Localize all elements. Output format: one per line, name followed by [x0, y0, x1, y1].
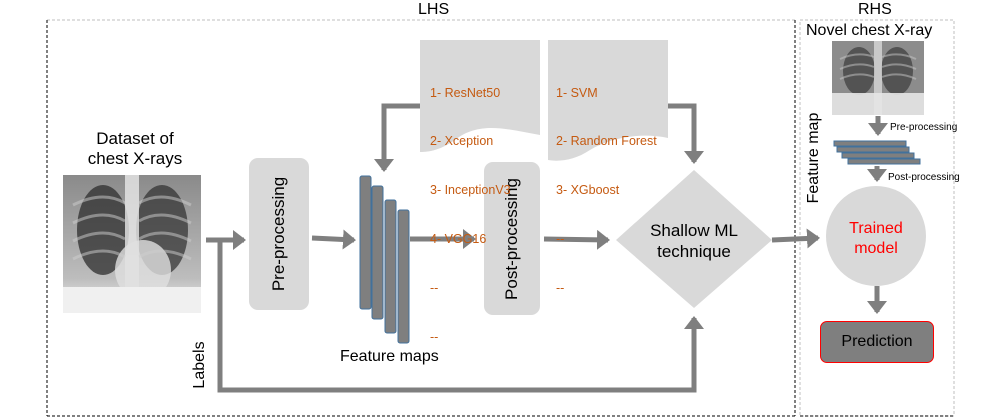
- feature-map-label-wrap: Feature map: [804, 110, 824, 205]
- arrow-cnn-models-to-features: [374, 103, 420, 172]
- feature-maps-label: Feature maps: [340, 348, 439, 365]
- cnn-model-item: 4- VGG16: [430, 232, 487, 247]
- ml-model-item: --: [556, 281, 565, 296]
- postprocessing-box: Post-processing: [484, 162, 540, 315]
- cnn-model-item: --: [430, 281, 439, 296]
- trained-model-line1: Trained: [849, 220, 903, 237]
- cnn-models-list: 1- ResNet50 2- Xception 3- InceptionV3 4…: [430, 52, 511, 362]
- feature-map-bar: [371, 185, 384, 320]
- cnn-models-document: [420, 40, 540, 152]
- ml-model-item: 2- Random Forest: [556, 134, 657, 149]
- shallow-ml-line1: Shallow ML: [650, 221, 738, 240]
- cnn-model-item: 3- InceptionV3: [430, 183, 511, 198]
- dataset-xray-image: [63, 175, 201, 313]
- arrows: [206, 103, 888, 393]
- trained-model-line2: model: [854, 240, 898, 257]
- ml-model-item: 1- SVM: [556, 85, 598, 100]
- feature-map-bar: [836, 146, 910, 153]
- trained-model-label: Trained model: [826, 219, 926, 259]
- prediction-box: Prediction: [820, 321, 934, 363]
- ml-models-document: [548, 40, 668, 161]
- ml-model-item: --: [556, 232, 565, 247]
- arrow-preprocessing-to-features: [311, 229, 356, 250]
- labels-label: Labels: [191, 341, 208, 389]
- labels-label-wrap: Labels: [190, 335, 210, 395]
- trained-model-circle: [826, 186, 926, 286]
- rhs-preprocessing-label: Pre-processing: [890, 122, 958, 133]
- arrow-ml-models-to-ml: [668, 103, 704, 164]
- cnn-model-item: 1- ResNet50: [430, 85, 501, 100]
- shallow-ml-diamond: [616, 170, 772, 308]
- shallow-ml-line2: technique: [657, 242, 731, 261]
- lhs-border: [46, 19, 796, 417]
- dataset-title: Dataset of chest X-rays: [80, 129, 190, 169]
- preprocessing-box: Pre-processing: [249, 158, 309, 310]
- lhs-title: LHS: [418, 1, 450, 18]
- ml-model-item: 3- XGboost: [556, 183, 620, 198]
- feature-map-bar: [833, 140, 907, 147]
- feature-map-bar: [359, 175, 372, 310]
- ml-models-list: 1- SVM 2- Random Forest 3- XGboost -- --: [556, 52, 657, 313]
- dataset-title-line1: Dataset of: [96, 129, 174, 148]
- novel-xray-image: [832, 41, 924, 115]
- feature-map-label: Feature map: [805, 112, 822, 203]
- feature-map-bar: [397, 209, 410, 344]
- arrow-ml-to-trained-model: [771, 228, 820, 249]
- arrow-labels-to-ml: [217, 240, 704, 393]
- cnn-model-item: 2- Xception: [430, 134, 494, 149]
- feature-map-stack: [359, 175, 410, 344]
- cnn-model-item: --: [430, 330, 439, 345]
- rhs-border: [799, 19, 955, 417]
- feature-map-bar: [847, 158, 921, 165]
- rhs-title: RHS: [858, 1, 892, 18]
- arrow-postprocessing-to-ml: [543, 229, 610, 250]
- feature-map-bar: [384, 199, 397, 334]
- rhs-postprocessing-label: Post-processing: [888, 172, 960, 183]
- feature-map-bar: [841, 152, 915, 159]
- dataset-title-line2: chest X-rays: [87, 149, 183, 168]
- shallow-ml-label: Shallow ML technique: [634, 220, 754, 262]
- prediction-label: Prediction: [841, 333, 913, 350]
- rhs-feature-map-stack: [833, 140, 921, 165]
- preprocessing-label: Pre-processing: [269, 176, 288, 292]
- novel-xray-title: Novel chest X-ray: [806, 22, 933, 39]
